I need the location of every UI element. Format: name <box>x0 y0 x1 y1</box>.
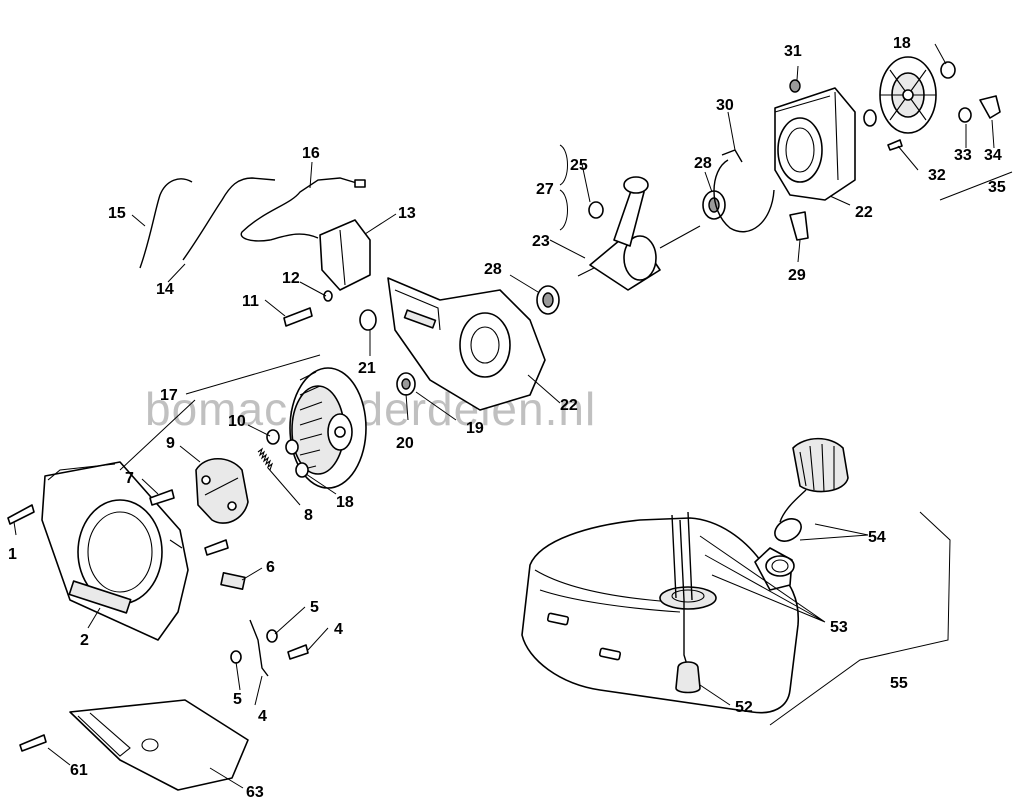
callout-19: 19 <box>466 420 484 437</box>
screws <box>7 290 333 752</box>
crankcase <box>387 277 546 411</box>
callout-22b: 22 <box>855 204 873 221</box>
callout-25: 25 <box>570 157 588 174</box>
callout-10: 10 <box>228 413 246 430</box>
callout-30: 30 <box>716 97 734 114</box>
callout-29: 29 <box>788 267 806 284</box>
callout-5a: 5 <box>310 599 319 616</box>
small-fasteners <box>789 79 1001 241</box>
callout-2: 2 <box>80 632 89 649</box>
callout-14: 14 <box>156 281 174 298</box>
callout-54: 54 <box>868 529 886 546</box>
callout-61: 61 <box>70 762 88 779</box>
callout-9: 9 <box>166 435 175 452</box>
callout-8: 8 <box>304 507 313 524</box>
clutch-drum <box>863 56 956 134</box>
callout-28b: 28 <box>694 155 712 172</box>
callout-23: 23 <box>532 233 550 250</box>
callout-63: 63 <box>246 784 264 801</box>
callout-5b: 5 <box>233 691 242 708</box>
ignition-coil <box>139 177 371 291</box>
bottom-guard <box>69 699 249 791</box>
fuel-tank <box>521 511 800 714</box>
callout-34: 34 <box>984 147 1002 164</box>
callout-35: 35 <box>988 179 1006 196</box>
callout-7: 7 <box>125 470 134 487</box>
callout-32: 32 <box>928 167 946 184</box>
callout-11: 11 <box>242 293 259 310</box>
callout-20: 20 <box>396 435 414 452</box>
callout-21: 21 <box>358 360 376 377</box>
cylinder <box>774 87 856 201</box>
callout-18b: 18 <box>893 35 911 52</box>
callout-55: 55 <box>890 675 908 692</box>
callout-33: 33 <box>954 147 972 164</box>
callout-4a: 4 <box>334 621 343 638</box>
callout-16: 16 <box>302 145 320 162</box>
callout-4b: 4 <box>258 708 267 725</box>
callout-31: 31 <box>784 43 802 60</box>
callout-13: 13 <box>398 205 416 222</box>
callout-17: 17 <box>160 387 178 404</box>
callout-52: 52 <box>735 699 753 716</box>
callout-22a: 22 <box>560 397 578 414</box>
flywheel <box>289 367 367 489</box>
callout-15: 15 <box>108 205 126 222</box>
clutch-assembly <box>195 457 249 524</box>
circlip <box>713 149 775 233</box>
crankshaft <box>577 176 701 291</box>
callout-1: 1 <box>8 546 17 563</box>
leader-lines <box>13 43 1013 789</box>
callout-53: 53 <box>830 619 848 636</box>
callout-28a: 28 <box>484 261 502 278</box>
callout-18a: 18 <box>336 494 354 511</box>
callout-27: 27 <box>536 181 554 198</box>
clutch-spring <box>257 447 274 471</box>
callout-12: 12 <box>282 270 300 287</box>
starter-cover <box>41 461 189 641</box>
callout-labels: 1 2 4 4 5 5 6 7 8 9 10 11 12 13 14 15 16… <box>8 35 1006 801</box>
fuel-cap <box>774 437 849 542</box>
callout-6: 6 <box>266 559 275 576</box>
